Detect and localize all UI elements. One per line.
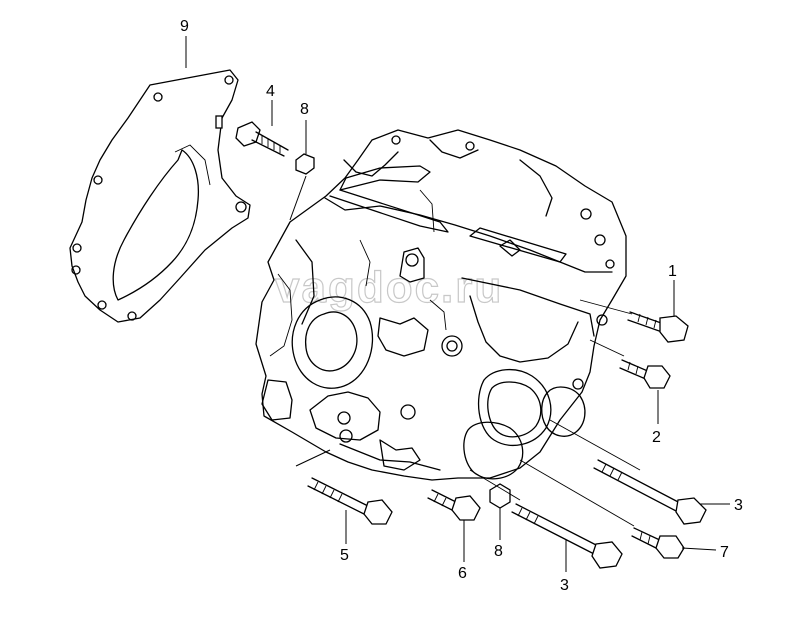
leader-lines xyxy=(185,36,730,572)
bolt-part-2[interactable] xyxy=(619,359,671,389)
bolt-part-6[interactable] xyxy=(427,489,481,521)
bolt-part-7[interactable] xyxy=(631,527,685,559)
sleeve-part-8-top[interactable] xyxy=(295,153,315,175)
callout-1: 1 xyxy=(668,263,677,280)
callout-7: 7 xyxy=(720,544,729,561)
watermark: vagdoc.ru xyxy=(275,263,503,312)
callout-9: 9 xyxy=(180,18,189,35)
callout-6: 6 xyxy=(458,565,467,582)
stud-part-3-right[interactable] xyxy=(593,459,707,525)
callout-3-right: 3 xyxy=(734,497,743,514)
callout-8-bottom: 8 xyxy=(494,543,503,560)
bolt-part-4[interactable] xyxy=(235,121,289,157)
callout-5: 5 xyxy=(340,547,349,564)
callout-4: 4 xyxy=(266,83,275,100)
gearbox-housing xyxy=(255,129,627,481)
callout-2: 2 xyxy=(652,429,661,446)
callout-8-top: 8 xyxy=(300,101,309,118)
stud-part-3-bottom[interactable] xyxy=(511,503,623,569)
bolt-part-1[interactable] xyxy=(627,311,689,343)
intermediate-plate-part-9[interactable] xyxy=(69,69,251,323)
bolt-part-5[interactable] xyxy=(307,477,393,525)
sleeve-part-8-bottom[interactable] xyxy=(489,483,511,509)
callout-3-bottom: 3 xyxy=(560,577,569,594)
